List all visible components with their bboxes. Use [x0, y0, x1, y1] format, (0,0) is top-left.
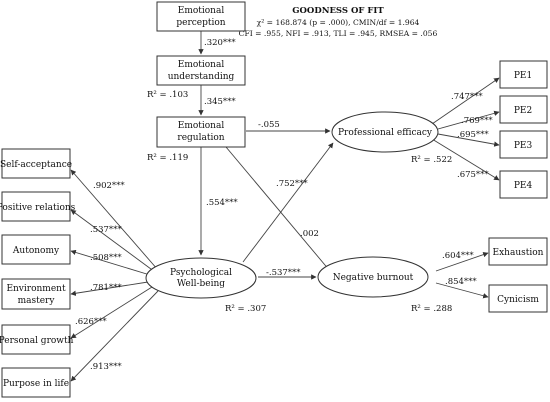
edge-wb-purpose [70, 290, 159, 382]
node-personal-growth: Personal growth [0, 324, 74, 355]
r2-regulation: R² = .119 [147, 153, 188, 163]
coef-perception-understanding: .320*** [204, 38, 236, 48]
edge-burn-exhaustion [435, 252, 489, 272]
coef-env-mastery: .781*** [90, 283, 122, 293]
edge-regulation-burnout [225, 146, 331, 272]
coef-wellbeing-efficacy: .752*** [276, 179, 308, 189]
coef-cynicism: .854*** [445, 277, 477, 287]
svg-text:Psychological: Psychological [170, 268, 232, 278]
svg-text:PE1: PE1 [514, 71, 532, 81]
goodness-of-fit: GOODNESS OF FIT χ² = 168.874 (p = .000),… [239, 6, 438, 38]
coef-wellbeing-burnout: -.537*** [266, 268, 301, 278]
svg-text:Self-acceptance: Self-acceptance [0, 160, 72, 170]
node-emotional-regulation: Emotional regulation [156, 116, 246, 148]
coef-pe2: .769*** [461, 116, 493, 126]
fit-line-1: χ² = 168.874 (p = .000), CMIN/df = 1.964 [257, 18, 420, 27]
edge-wb-autonomy [70, 249, 151, 276]
node-exhaustion: Exhaustion [488, 237, 548, 266]
edge-wb-positive-relations [70, 209, 156, 273]
svg-text:Well-being: Well-being [177, 279, 225, 289]
fit-line-2: CFI = .955, NFI = .913, TLI = .945, RMSE… [239, 29, 438, 38]
coef-pe1: .747*** [451, 92, 483, 102]
svg-text:Personal growth: Personal growth [0, 336, 74, 346]
node-pe4: PE4 [499, 170, 548, 199]
coef-regulation-wellbeing: .554*** [206, 198, 238, 208]
edge-eff-pe2 [437, 110, 500, 130]
node-positive-relations: Positive relations [0, 191, 76, 222]
coef-pe4: .675*** [457, 170, 489, 180]
node-self-acceptance: Self-acceptance [0, 148, 72, 179]
edge-eff-pe3 [437, 133, 500, 147]
svg-text:Autonomy: Autonomy [12, 246, 60, 256]
edge-wb-personal-growth [70, 286, 153, 339]
path-coefficients: .320*** .345*** -.055 .554*** .002 .752*… [75, 38, 493, 372]
edge-eff-pe4 [431, 138, 500, 181]
svg-text:PE3: PE3 [514, 141, 533, 151]
edge-wellbeing-efficacy [242, 142, 334, 263]
r2-understanding: R² = .103 [147, 90, 188, 100]
coef-autonomy: .508*** [90, 253, 122, 263]
r2-wellbeing: R² = .307 [225, 304, 266, 314]
edges [70, 31, 500, 382]
svg-text:Emotional: Emotional [178, 60, 225, 70]
svg-text:perception: perception [176, 18, 225, 28]
node-purpose-in-life: Purpose in life [1, 367, 71, 398]
node-professional-efficacy: Professional efficacy [331, 111, 439, 153]
edge-wb-self-acceptance [70, 169, 159, 271]
coef-positive-relations: .537*** [90, 225, 122, 235]
svg-text:Environment: Environment [6, 284, 66, 294]
svg-text:Exhaustion: Exhaustion [493, 248, 544, 258]
coef-regulation-efficacy: -.055 [258, 120, 280, 130]
coef-self-acceptance: .902*** [93, 181, 125, 191]
edge-eff-pe1 [431, 77, 500, 125]
svg-text:Purpose in life: Purpose in life [3, 379, 69, 389]
svg-text:Positive relations: Positive relations [0, 203, 76, 213]
node-psychological-wellbeing: Psychological Well-being [145, 257, 257, 299]
svg-text:Emotional: Emotional [178, 121, 225, 131]
svg-text:regulation: regulation [177, 133, 224, 143]
edge-burn-cynicism [435, 282, 489, 299]
svg-text:Emotional: Emotional [178, 6, 225, 16]
coef-understanding-regulation: .345*** [204, 97, 236, 107]
node-negative-burnout: Negative burnout [317, 256, 429, 298]
coef-regulation-burnout: .002 [300, 229, 319, 239]
svg-text:Professional efficacy: Professional efficacy [338, 128, 433, 138]
r2-burnout: R² = .288 [411, 304, 452, 314]
node-pe1: PE1 [499, 60, 548, 89]
node-emotional-perception: Emotional perception [156, 1, 246, 32]
svg-text:mastery: mastery [18, 296, 56, 306]
node-emotional-understanding: Emotional understanding [156, 55, 246, 86]
node-pe3: PE3 [499, 130, 548, 159]
node-environment-mastery: Environment mastery [1, 278, 71, 310]
svg-text:understanding: understanding [168, 72, 235, 82]
coef-purpose: .913*** [90, 362, 122, 372]
node-pe2: PE2 [499, 95, 548, 124]
svg-text:Negative burnout: Negative burnout [333, 273, 414, 283]
svg-text:PE2: PE2 [514, 106, 532, 116]
svg-text:Cynicism: Cynicism [497, 295, 539, 305]
svg-text:PE4: PE4 [514, 181, 533, 191]
coef-personal-growth: .626*** [75, 317, 107, 327]
coef-pe3: .695*** [457, 130, 489, 140]
edge-wb-env-mastery [70, 281, 149, 296]
coef-exhaustion: .604*** [442, 251, 474, 261]
r2-efficacy: R² = .522 [411, 155, 452, 165]
fit-title: GOODNESS OF FIT [292, 6, 384, 16]
node-cynicism: Cynicism [488, 284, 548, 313]
node-autonomy: Autonomy [1, 234, 71, 265]
